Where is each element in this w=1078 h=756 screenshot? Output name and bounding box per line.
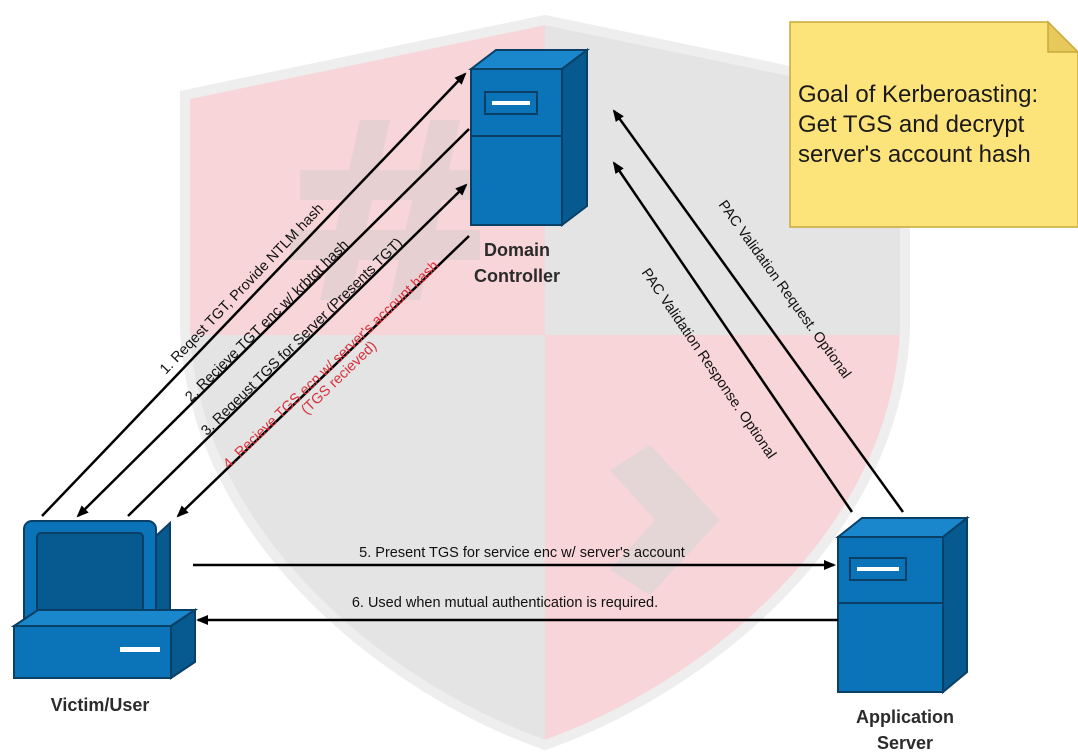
arrow-pac-request	[612, 109, 905, 513]
victim-user-label: Victim/User	[50, 695, 150, 715]
domain-controller-label-line2: Controller	[473, 266, 560, 286]
arrow-pac-response	[612, 161, 854, 513]
domain-controller-label-line1: Domain	[483, 240, 550, 260]
sticky-note	[789, 20, 1078, 228]
sticky-note-text: Goal of Kerberoasting: Get TGS and decry…	[798, 81, 1039, 168]
application-server-label-line1: Application	[856, 707, 954, 727]
domain-controller-label: Domain Controller	[458, 237, 576, 289]
application-server-icon	[835, 515, 970, 695]
victim-computer-icon	[10, 520, 199, 680]
arrow-1-request-tgt	[41, 72, 467, 517]
label-arrow-5: 5. Present TGS for service enc w/ server…	[359, 545, 685, 561]
chevron-watermark-glyph	[610, 445, 720, 595]
application-server-label-line2: Server	[876, 733, 934, 753]
application-server-label: Application Server	[820, 704, 990, 756]
label-arrow-6: 6. Used when mutual authentication is re…	[352, 595, 658, 611]
domain-controller-icon	[468, 47, 590, 228]
shield-outline	[180, 14, 910, 751]
arrow-3-request-tgs	[127, 183, 468, 517]
arrow-2-receive-tgt	[76, 128, 470, 518]
arrow-4-receive-tgs	[176, 235, 470, 518]
